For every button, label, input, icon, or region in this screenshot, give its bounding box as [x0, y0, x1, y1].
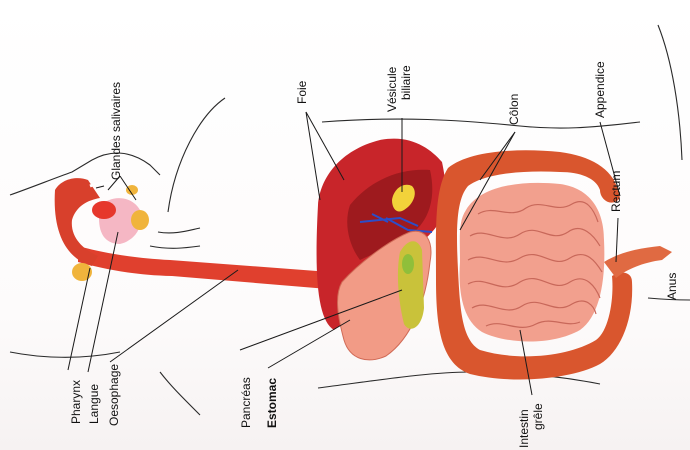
- salivary-gland: [131, 210, 149, 230]
- label-estomac: Estomac: [265, 378, 279, 428]
- label-appendice: Appendice: [593, 61, 607, 118]
- label-pharynx: Pharynx: [69, 380, 83, 424]
- label-oesophage: Oesophage: [107, 364, 121, 426]
- esophagus: [78, 246, 340, 290]
- label-pancreas: Pancréas: [239, 377, 253, 428]
- label-biliaire: biliaire: [399, 65, 413, 100]
- label-intestin: Intestin: [517, 409, 531, 448]
- small-intestine: [460, 183, 605, 342]
- label-anus: Anus: [665, 273, 679, 300]
- label-grele: grêle: [531, 403, 545, 430]
- label-rectum: Rectum: [609, 171, 623, 212]
- rectum: [604, 246, 672, 278]
- label-langue: Langue: [87, 384, 101, 424]
- label-foie: Foie: [295, 80, 309, 104]
- label-colon: Côlon: [507, 94, 521, 125]
- label-vesicule: Vésicule: [385, 66, 399, 112]
- label-glandes-salivaires: Glandes salivaires: [109, 82, 123, 180]
